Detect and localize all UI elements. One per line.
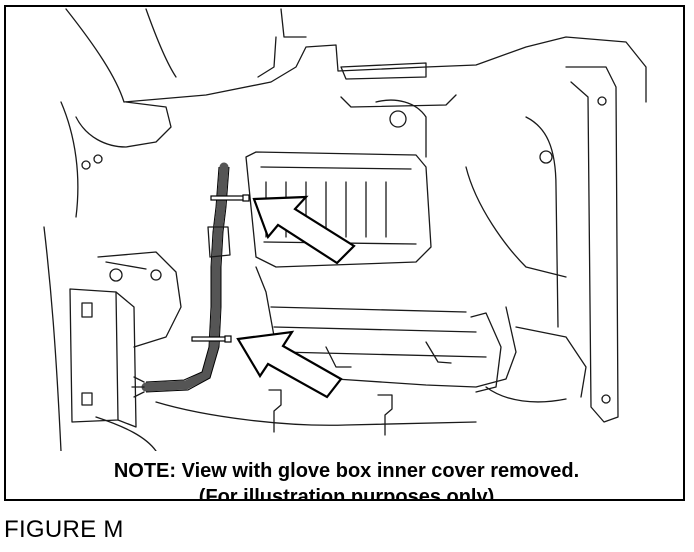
electronic-module — [69, 288, 119, 423]
arrow-lower-tie — [236, 330, 343, 399]
figure-frame: NOTE: View with glove box inner cover re… — [4, 5, 685, 501]
right-frame — [565, 66, 619, 423]
cable-tie-upper — [210, 195, 246, 201]
note-line-2: (For illustration purposes only) — [198, 486, 495, 501]
note-line-1: NOTE: View with glove box inner cover re… — [113, 460, 580, 482]
dashboard-illustration — [43, 8, 647, 451]
heater-case — [245, 151, 432, 268]
lower-heater-unit — [255, 266, 517, 388]
cable-tie-lower — [191, 336, 229, 342]
arrow-upper-tie — [252, 195, 356, 265]
module-bracket — [97, 251, 182, 348]
harness-connector — [207, 226, 231, 258]
dash-upper-panel — [65, 8, 647, 103]
lower-bolt-right — [377, 394, 393, 436]
lower-bolt-left — [268, 389, 282, 433]
figure-label: FIGURE M — [4, 516, 124, 543]
upper-left-bracket — [75, 101, 172, 148]
wire-harness — [141, 162, 229, 392]
